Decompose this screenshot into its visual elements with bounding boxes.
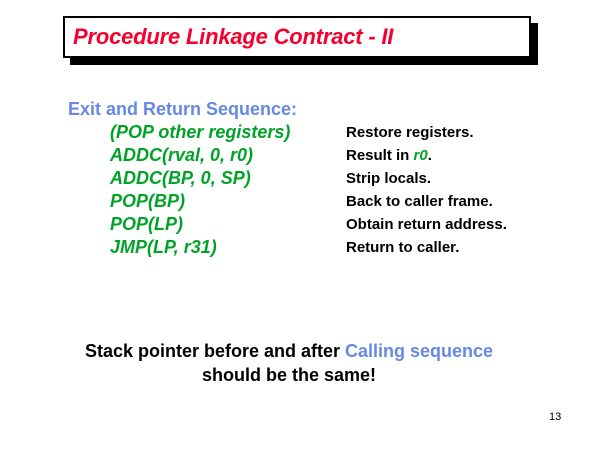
footer-line-2: should be the same!: [201, 365, 377, 385]
comment-text: Obtain return address.: [346, 216, 507, 233]
comment-register: r0: [413, 147, 428, 164]
instruction-row: POP(BP) Back to caller frame.: [0, 190, 600, 213]
instruction-code: POP(BP): [110, 191, 186, 211]
instruction-row: JMP(LP, r31) Return to caller.: [0, 236, 600, 259]
instruction-code: ADDC(BP, 0, SP): [110, 168, 251, 188]
comment-text: Result in: [346, 147, 414, 164]
instruction-comment: Obtain return address.: [346, 213, 507, 236]
section-heading: Exit and Return Sequence:: [68, 99, 298, 119]
instruction-comment: Strip locals.: [346, 167, 431, 190]
footer-note: Stack pointer before and after Calling s…: [0, 339, 578, 387]
calling-sequence-highlight: Calling sequence: [345, 341, 494, 361]
instruction-row: ADDC(rval, 0, r0) Result in r0.: [0, 144, 600, 167]
instruction-comment: Result in r0.: [346, 144, 432, 167]
slide-title: Procedure Linkage Contract - II: [73, 24, 394, 49]
title-box: Procedure Linkage Contract - II: [63, 16, 531, 58]
instruction-row: POP(LP) Obtain return address.: [0, 213, 600, 236]
instruction-code: (POP other registers): [110, 122, 291, 142]
page-number: 13: [549, 411, 562, 423]
comment-text: Restore registers.: [346, 124, 474, 141]
instruction-comment: Restore registers.: [346, 121, 474, 144]
instruction-row: ADDC(BP, 0, SP) Strip locals.: [0, 167, 600, 190]
instruction-comment: Return to caller.: [346, 236, 459, 259]
instruction-comment: Back to caller frame.: [346, 190, 493, 213]
comment-text: Strip locals.: [346, 170, 432, 187]
comment-text: .: [427, 147, 432, 164]
instruction-code: JMP(LP, r31): [110, 237, 217, 257]
comment-text: Back to caller frame.: [346, 193, 493, 210]
instruction-row: (POP other registers) Restore registers.: [0, 121, 600, 144]
comment-text: Return to caller.: [346, 239, 460, 256]
instruction-code: ADDC(rval, 0, r0): [110, 145, 254, 165]
footer-text: Stack pointer before and after: [84, 341, 345, 361]
footer-line-1: Stack pointer before and after Calling s…: [0, 339, 578, 363]
instruction-code: POP(LP): [110, 214, 184, 234]
